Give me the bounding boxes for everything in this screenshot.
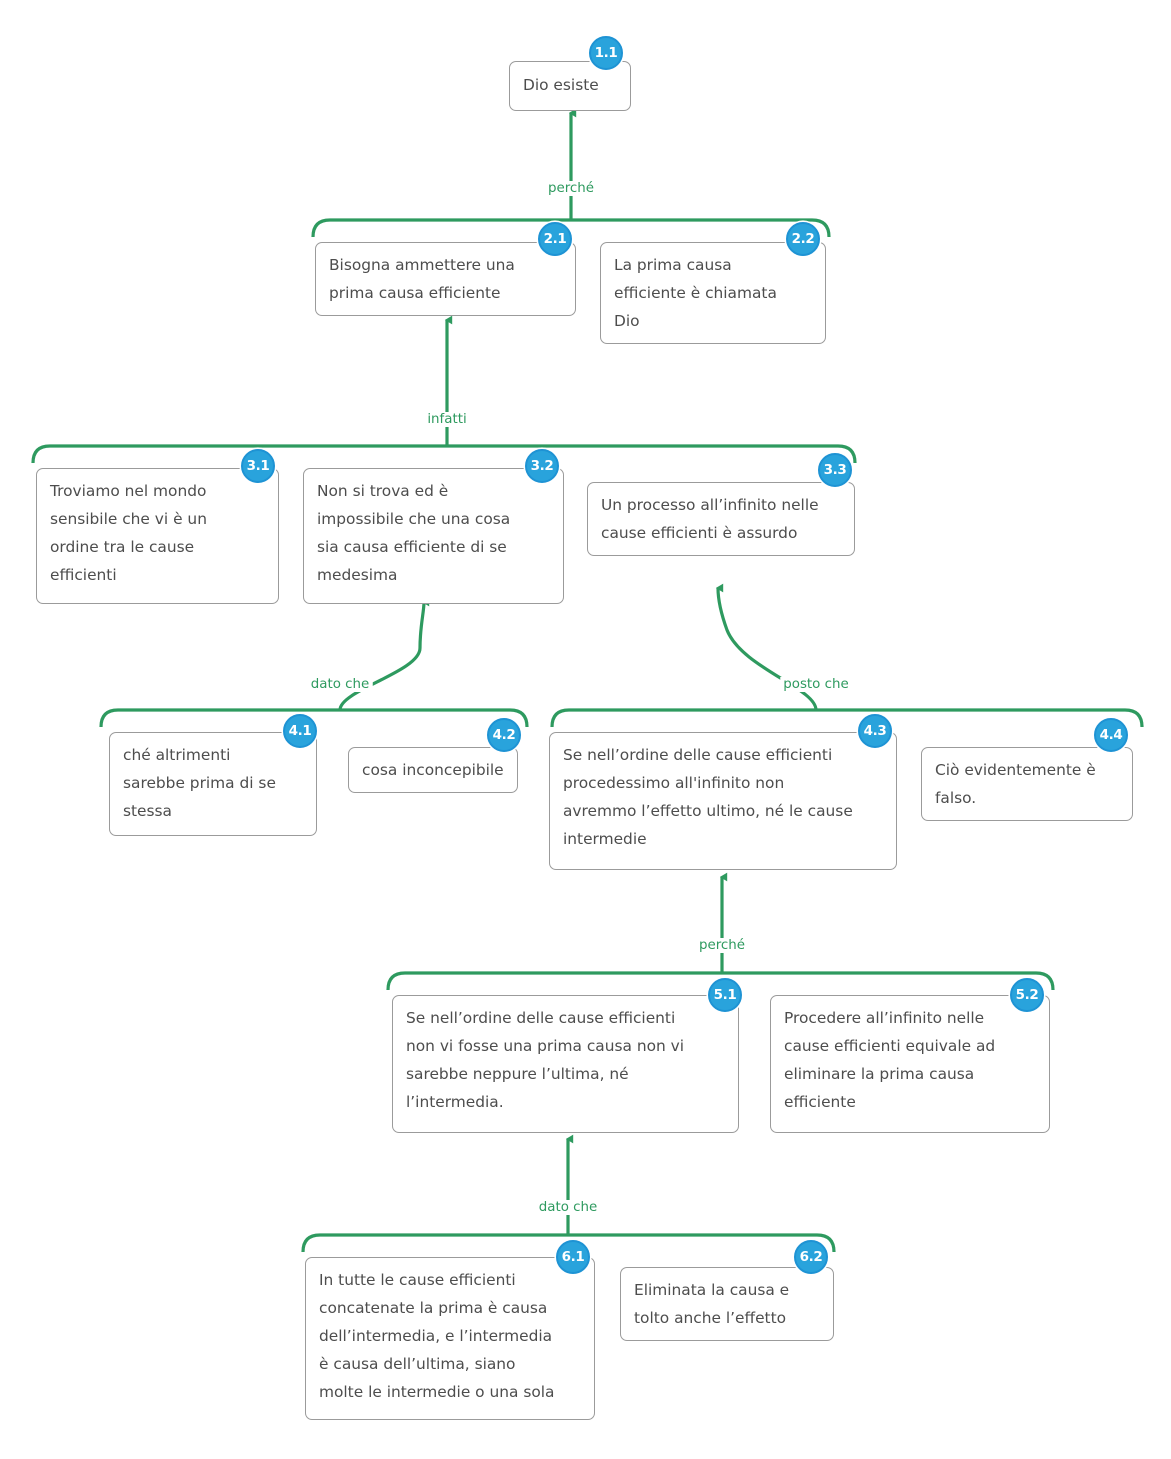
edge-4a-to-3-2 — [338, 597, 430, 711]
badge-4-3[interactable]: 4.3 — [858, 714, 892, 748]
bracket-level4b — [550, 708, 1144, 728]
badge-1-1[interactable]: 1.1 — [589, 36, 623, 70]
badge-6-1[interactable]: 6.1 — [556, 1240, 590, 1274]
node-3-2[interactable]: Non si trova ed è impossibile che una co… — [303, 468, 564, 604]
badge-3-2[interactable]: 3.2 — [525, 449, 559, 483]
badge-3-3[interactable]: 3.3 — [818, 453, 852, 487]
node-4-1[interactable]: ché altrimenti sarebbe prima di se stess… — [109, 732, 317, 836]
node-5-1[interactable]: Se nell’ordine delle cause efficienti no… — [392, 995, 739, 1133]
badge-5-1[interactable]: 5.1 — [708, 978, 742, 1012]
node-3-1[interactable]: Troviamo nel mondo sensibile che vi è un… — [36, 468, 279, 604]
edge-label-perche-1: perché — [544, 181, 598, 196]
node-2-1[interactable]: Bisogna ammettere una prima causa effici… — [315, 242, 576, 316]
node-4-4[interactable]: Ciò evidentemente è falso. — [921, 747, 1133, 821]
badge-5-2[interactable]: 5.2 — [1010, 978, 1044, 1012]
node-6-1[interactable]: In tutte le cause efficienti concatenate… — [305, 1257, 595, 1420]
badge-4-4[interactable]: 4.4 — [1094, 718, 1128, 752]
edge-label-dato-che-1: dato che — [307, 677, 373, 692]
node-4-2[interactable]: cosa inconcepibile — [348, 747, 518, 793]
badge-6-2[interactable]: 6.2 — [794, 1240, 828, 1274]
edge-label-perche-2: perché — [695, 938, 749, 953]
edge-label-infatti: infatti — [424, 412, 470, 427]
badge-4-2[interactable]: 4.2 — [487, 718, 521, 752]
edge-label-posto-che: posto che — [780, 677, 852, 692]
badge-2-1[interactable]: 2.1 — [538, 222, 572, 256]
node-2-2[interactable]: La prima causa efficiente è chiamata Dio — [600, 242, 826, 344]
node-4-3[interactable]: Se nell’ordine delle cause efficienti pr… — [549, 732, 897, 870]
node-3-3[interactable]: Un processo all’infinito nelle cause eff… — [587, 482, 855, 556]
node-6-2[interactable]: Eliminata la causa e tolto anche l’effet… — [620, 1267, 834, 1341]
badge-2-2[interactable]: 2.2 — [786, 222, 820, 256]
badge-3-1[interactable]: 3.1 — [241, 449, 275, 483]
bracket-level3 — [31, 444, 857, 464]
node-5-2[interactable]: Procedere all’infinito nelle cause effic… — [770, 995, 1050, 1133]
badge-4-1[interactable]: 4.1 — [283, 714, 317, 748]
edge-label-dato-che-2: dato che — [535, 1200, 601, 1215]
